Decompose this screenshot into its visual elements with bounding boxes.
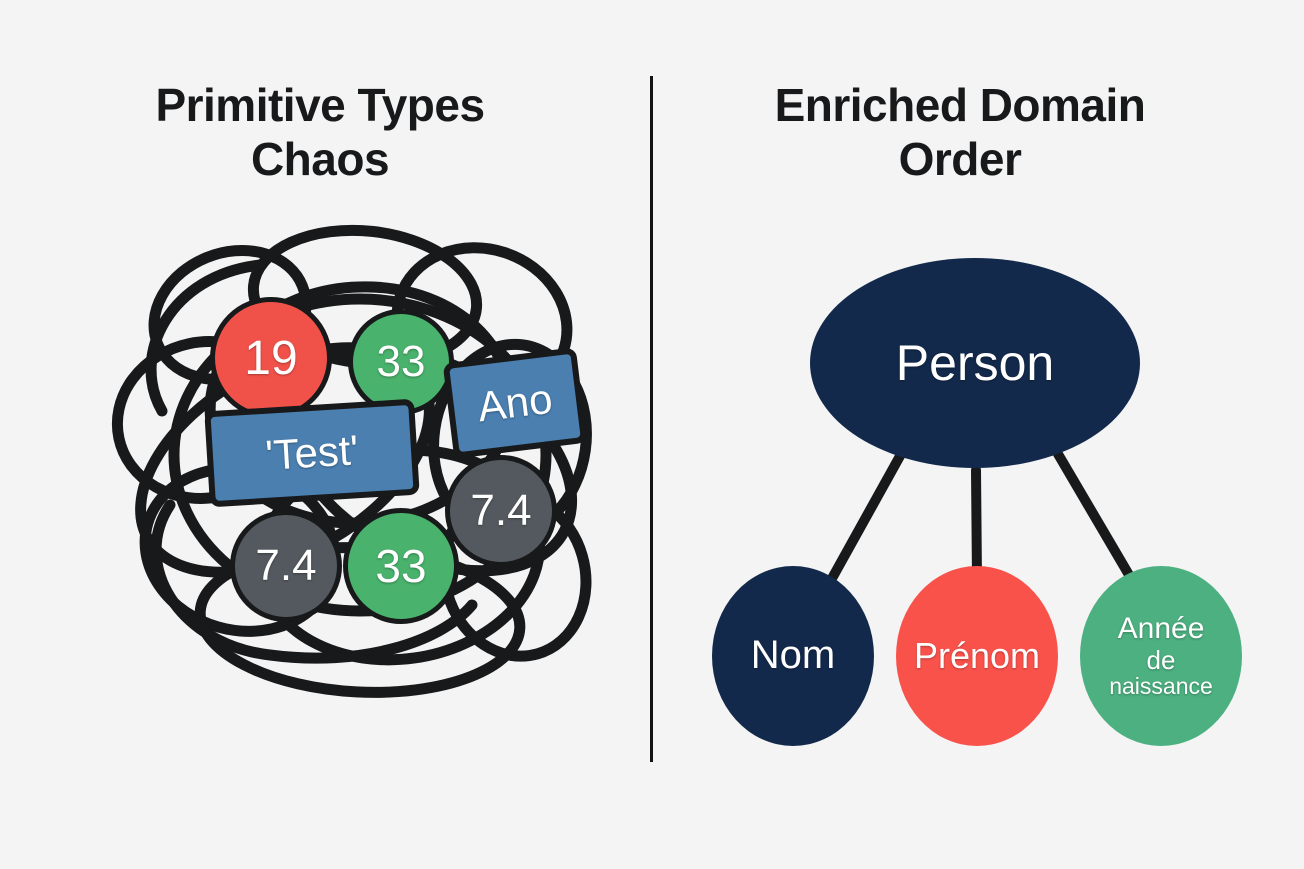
node-person[interactable]: Person — [810, 258, 1140, 468]
primitive-token-74-right[interactable]: 7.4 — [445, 455, 557, 567]
node-annee-de-naissance[interactable]: Année de naissance — [1080, 566, 1242, 746]
panel-divider — [650, 76, 653, 762]
primitive-chaos-cluster: 19 33 Ano 'Test' 7.4 7.4 33 — [110, 205, 610, 705]
node-annee-line3: naissance — [1109, 672, 1213, 699]
primitive-token-ano[interactable]: Ano — [442, 347, 588, 459]
primitive-token-33-bottom[interactable]: 33 — [343, 508, 459, 624]
primitive-token-74-left[interactable]: 7.4 — [230, 510, 342, 622]
primitive-token-test[interactable]: 'Test' — [204, 398, 420, 508]
edge-person-annee — [1053, 449, 1137, 585]
edge-person-nom — [825, 451, 905, 587]
node-nom[interactable]: Nom — [712, 566, 874, 746]
edge-person-prenom — [971, 465, 982, 585]
primitive-token-19[interactable]: 19 — [210, 297, 332, 419]
node-prenom[interactable]: Prénom — [896, 566, 1058, 746]
right-panel-title: Enriched Domain Order — [774, 79, 1146, 186]
node-annee-line1: Année — [1117, 612, 1205, 646]
node-annee-line2: de — [1146, 644, 1176, 675]
tree-edges — [825, 449, 1137, 587]
left-panel-title: Primitive Types Chaos — [155, 79, 485, 186]
domain-model-tree: Person Nom Prénom Année de naissance — [680, 230, 1280, 746]
